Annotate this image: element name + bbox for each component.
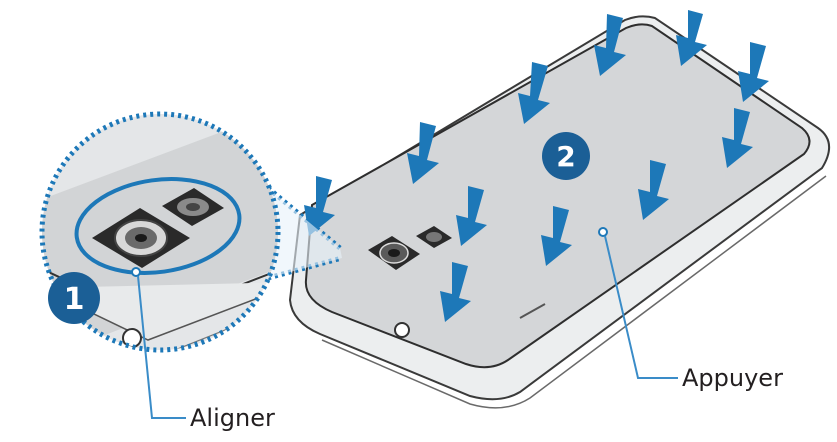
press-arrow-icon bbox=[304, 176, 335, 236]
zoom-inset bbox=[39, 111, 281, 353]
align-label: Aligner bbox=[190, 404, 275, 432]
zoom-connector-fill bbox=[268, 188, 342, 278]
press-arrow-icon bbox=[407, 122, 439, 184]
press-arrow-icon bbox=[738, 42, 769, 102]
back-cover bbox=[304, 23, 811, 369]
step-1-badge: 1 bbox=[48, 272, 100, 324]
step-2-number: 2 bbox=[556, 140, 575, 173]
headphone-jack bbox=[394, 322, 410, 338]
side-button bbox=[519, 303, 546, 319]
press-arrow-icon bbox=[456, 186, 487, 246]
camera-module-icon bbox=[92, 208, 190, 268]
flash-icon bbox=[162, 188, 224, 226]
frame-seam bbox=[321, 175, 827, 409]
press-arrow-icon bbox=[440, 262, 471, 322]
press-label: Appuyer bbox=[682, 364, 783, 392]
press-arrow-icon bbox=[594, 14, 626, 76]
press-arrow-icon bbox=[722, 108, 753, 168]
press-arrow-icon bbox=[518, 62, 550, 124]
press-callout bbox=[598, 227, 678, 379]
press-arrow-icon bbox=[541, 206, 572, 266]
press-arrows bbox=[304, 10, 769, 322]
step-1-number: 1 bbox=[64, 282, 85, 317]
press-arrow-icon bbox=[676, 10, 707, 66]
camera-module-icon bbox=[368, 226, 452, 270]
press-arrow-icon bbox=[638, 160, 669, 220]
align-callout bbox=[131, 267, 186, 419]
step-2-badge: 2 bbox=[542, 132, 590, 180]
